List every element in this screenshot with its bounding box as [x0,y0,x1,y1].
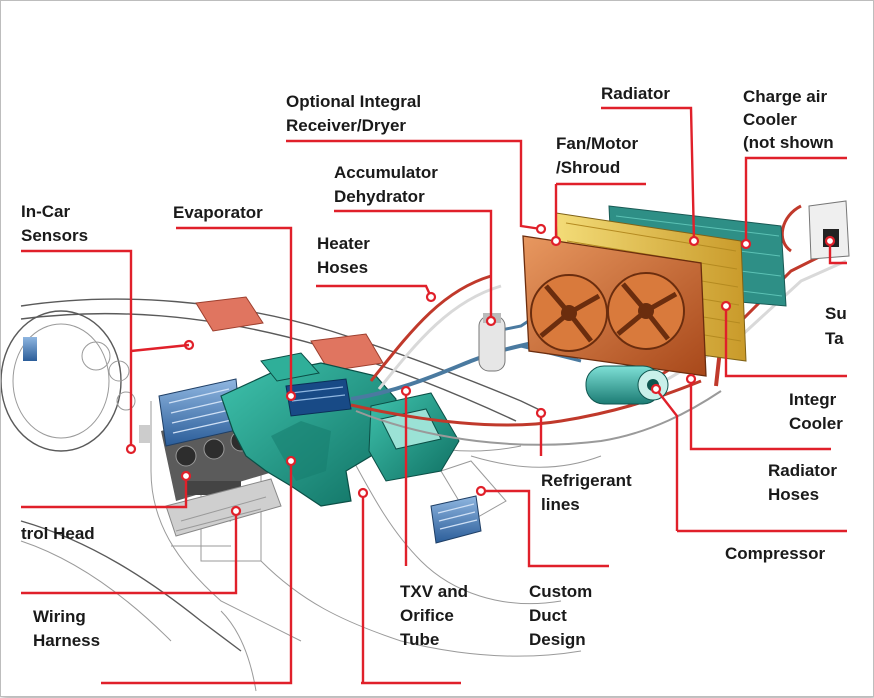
surge-tank [808,200,850,260]
compressor-icon [585,365,669,405]
sensor-branch-leader [130,343,190,353]
defrost-outlets [195,296,384,372]
label-fan-motor: Fan/Motor/Shroud [556,134,639,177]
label-evaporator: Evaporator [173,203,263,222]
fan-icon [530,272,685,352]
label-compressor: Compressor [725,544,826,563]
leader-endpoints [125,223,836,517]
label-control-head: trol Head [21,524,95,543]
label-radiator: Radiator [601,84,670,103]
steering-wheel-icon [1,310,151,452]
